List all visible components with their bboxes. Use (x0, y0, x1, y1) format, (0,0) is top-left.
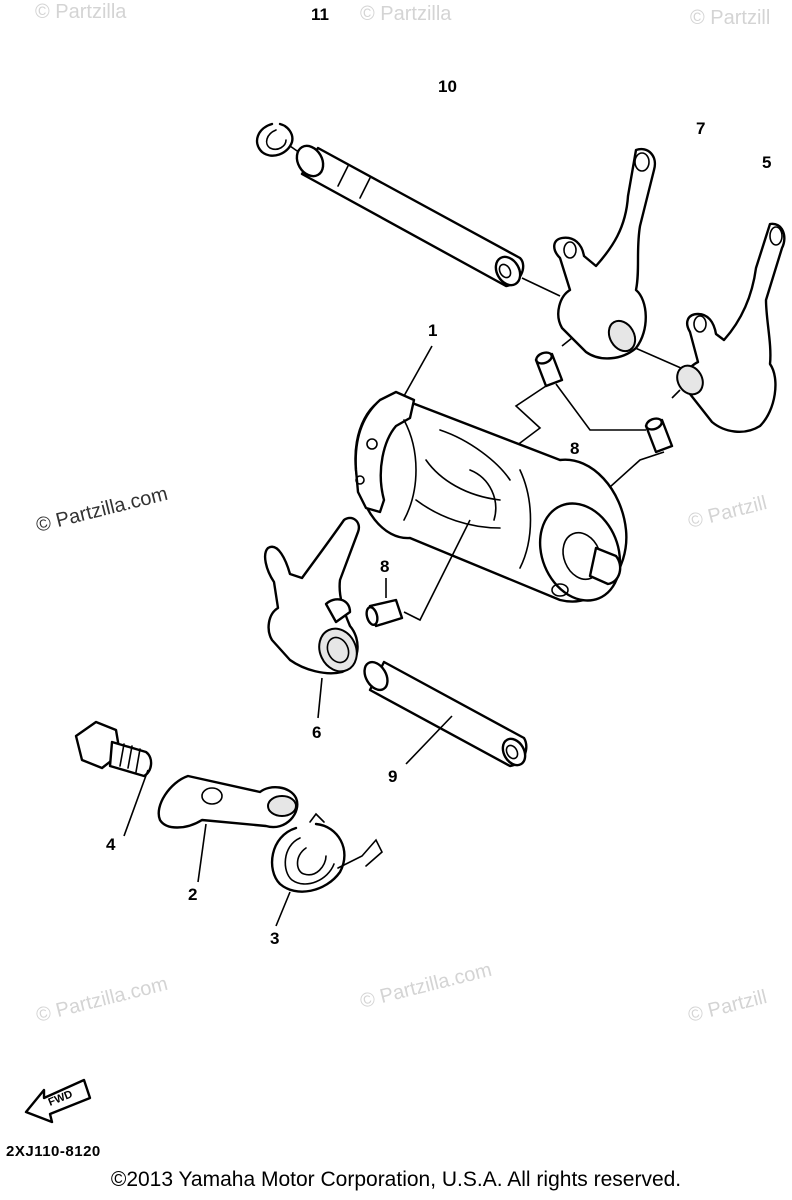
watermark-bottom-center: © Partzilla.com (358, 959, 494, 1013)
callout-10: 10 (438, 77, 457, 96)
watermark-mid-left: © Partzilla.com (34, 483, 170, 537)
callout-6: 6 (312, 723, 321, 742)
part-8-dowel-pin-lower (365, 519, 471, 628)
watermark-mid-right: © Partzill (686, 492, 769, 533)
part-1-shift-drum (354, 345, 628, 603)
part-4-bolt (74, 720, 153, 837)
callout-5: 5 (762, 153, 771, 172)
watermark-top-right: © Partzill (690, 7, 770, 29)
callout-2: 2 (188, 885, 197, 904)
callout-4: 4 (106, 835, 116, 854)
part-2-stopper-lever (157, 774, 299, 883)
part-10-guide-bar (295, 144, 691, 373)
callout-3: 3 (270, 929, 279, 948)
watermark-bottom-left: © Partzilla.com (34, 973, 170, 1027)
diagram-code: 2XJ110-8120 (6, 1143, 101, 1160)
watermark-top-center: © Partzilla (360, 3, 452, 25)
part-7-shift-fork (553, 147, 657, 360)
callout-1: 1 (428, 321, 437, 340)
watermark-top-left: © Partzilla (35, 1, 127, 23)
callout-8-upper: 8 (570, 439, 579, 458)
copyright-notice: ©2013 Yamaha Motor Corporation, U.S.A. A… (110, 1168, 682, 1191)
part-5-shift-fork (676, 222, 786, 433)
callout-7: 7 (696, 119, 705, 138)
part-9-guide-bar (363, 660, 528, 768)
callout-11: 11 (311, 5, 329, 24)
fwd-arrow-icon: FWD (24, 1078, 92, 1124)
part-8-dowel-pins-upper (514, 337, 681, 497)
part-3-torsion-spring (270, 812, 383, 927)
part-6-shift-fork (263, 516, 361, 719)
callout-9: 9 (388, 767, 397, 786)
watermark-bottom-right: © Partzill (686, 986, 769, 1027)
callout-8-lower: 8 (380, 557, 389, 576)
